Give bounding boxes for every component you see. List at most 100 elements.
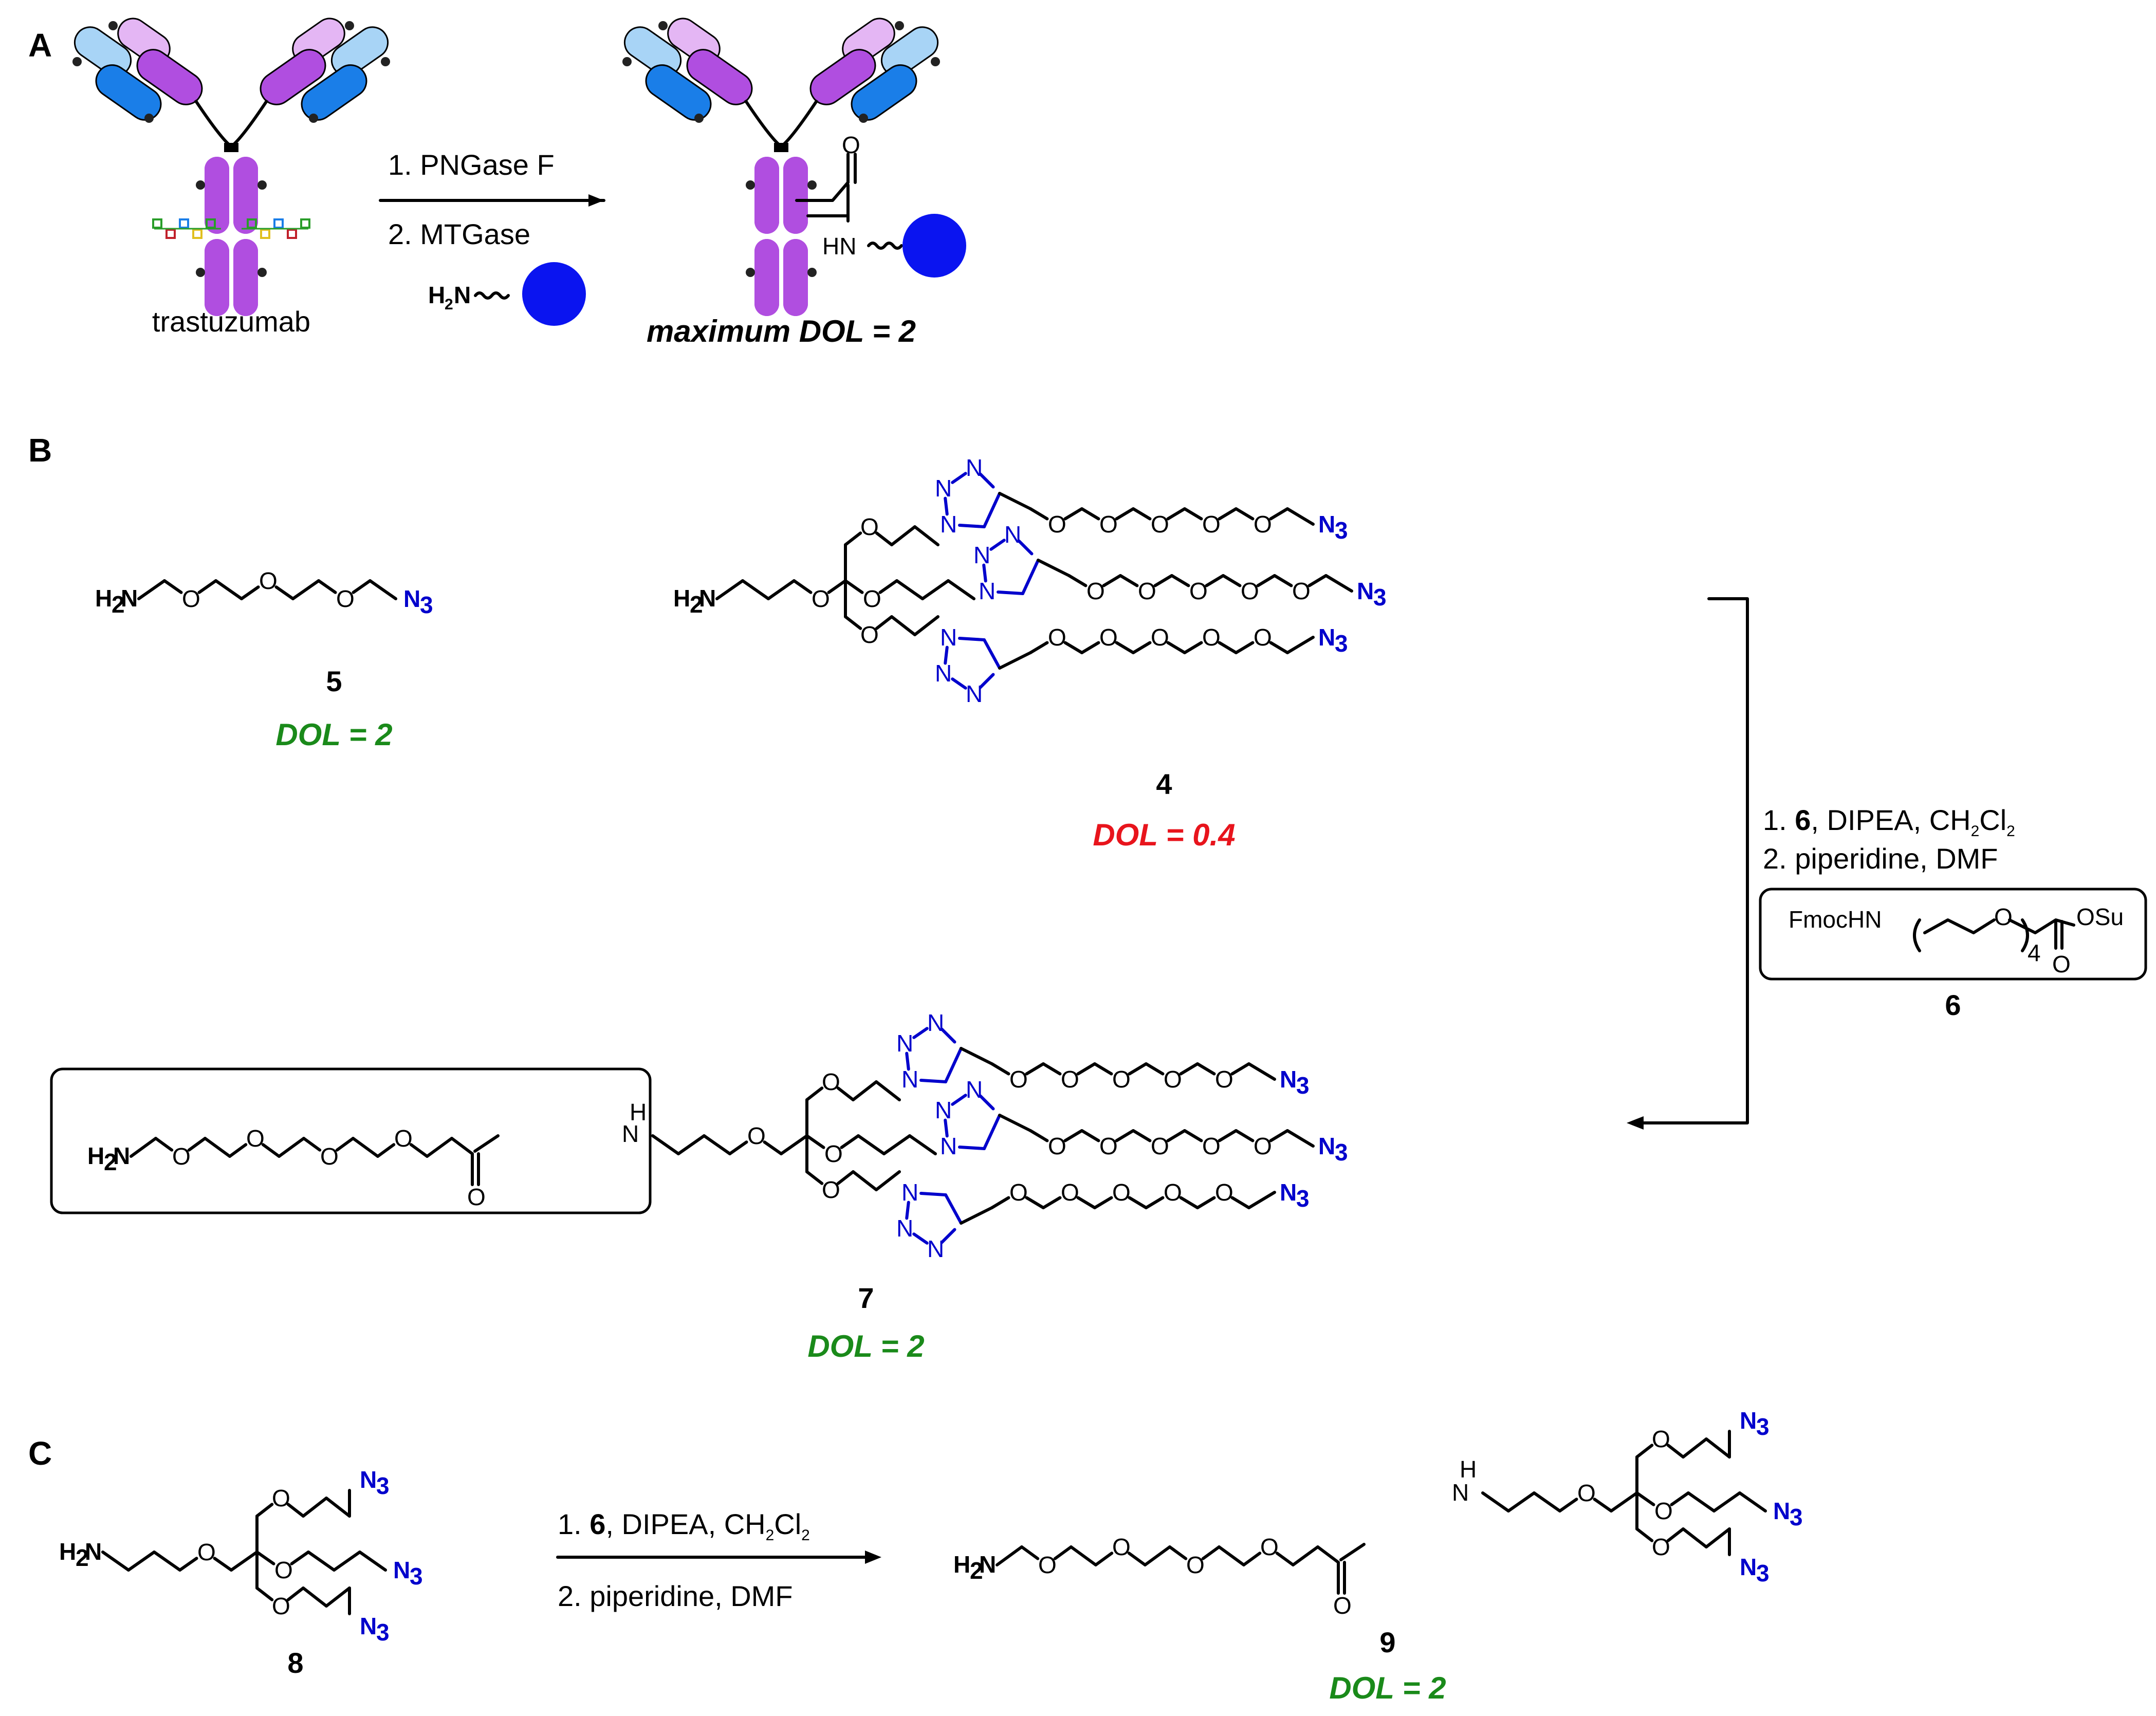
bond bbox=[840, 1134, 860, 1149]
bond bbox=[1339, 1543, 1366, 1561]
bond bbox=[913, 615, 939, 636]
domain-dot bbox=[931, 57, 940, 66]
oxygen-atom: O bbox=[1652, 1426, 1670, 1452]
bond bbox=[882, 1134, 911, 1155]
bond bbox=[1218, 1129, 1238, 1142]
domain-dot bbox=[257, 180, 267, 190]
bond bbox=[983, 1114, 1001, 1150]
bond bbox=[307, 1551, 336, 1572]
bond bbox=[1230, 1062, 1250, 1076]
amide-h-9: H bbox=[1460, 1456, 1477, 1483]
azide-n: N bbox=[403, 585, 420, 612]
oxygen-atom: O bbox=[1189, 578, 1208, 604]
bond bbox=[1115, 507, 1135, 521]
fc-domain bbox=[205, 239, 229, 316]
triazole-n2: N bbox=[935, 1097, 952, 1123]
bond bbox=[1053, 1545, 1073, 1560]
oxygen-atom: O bbox=[860, 513, 879, 540]
triazole-n1: N bbox=[940, 511, 957, 538]
bond bbox=[979, 472, 995, 489]
bond bbox=[302, 1137, 322, 1152]
conditions-c-step1: 1. 6, DIPEA, CH2Cl2 bbox=[558, 1508, 810, 1544]
bond bbox=[763, 1140, 783, 1155]
bond bbox=[101, 1551, 130, 1572]
bond bbox=[1179, 1062, 1199, 1076]
bond bbox=[1316, 1545, 1340, 1564]
oxygen-atom: O bbox=[272, 1485, 290, 1511]
arrow-head bbox=[588, 194, 604, 207]
bond bbox=[1324, 574, 1353, 593]
amine-n: N bbox=[699, 585, 716, 612]
azide-sub: 3 bbox=[1296, 1185, 1310, 1212]
bond bbox=[1705, 1437, 1731, 1459]
domain-dot bbox=[694, 114, 704, 123]
bond bbox=[1635, 1527, 1654, 1542]
bond bbox=[852, 1080, 878, 1101]
amine-n: N bbox=[979, 1551, 996, 1578]
oxygen-atom: O bbox=[1260, 1534, 1279, 1560]
amine-h: H bbox=[673, 585, 690, 612]
oxygen-atom: O bbox=[172, 1143, 191, 1170]
reagent-6-box bbox=[1759, 888, 2147, 981]
bond bbox=[302, 1586, 328, 1608]
bond bbox=[1153, 574, 1173, 587]
oxygen-atom: O bbox=[197, 1539, 216, 1565]
compound-7-label: 7 bbox=[858, 1282, 874, 1314]
compound-9-label: 9 bbox=[1379, 1626, 1395, 1658]
bond bbox=[890, 525, 916, 546]
bond bbox=[1063, 1129, 1083, 1142]
oxygen-atom: O bbox=[336, 585, 355, 612]
domain-dot bbox=[746, 268, 755, 277]
bond bbox=[1635, 1444, 1654, 1459]
fc-domain bbox=[233, 157, 258, 234]
antibody-domain bbox=[851, 64, 917, 121]
amine-sub: 2 bbox=[76, 1544, 89, 1571]
glycan-unit bbox=[152, 218, 162, 229]
bond bbox=[913, 525, 939, 546]
bond bbox=[197, 579, 217, 594]
compound-4-label: 4 bbox=[1156, 768, 1172, 800]
oxygen-atom: O bbox=[1151, 511, 1169, 538]
triazole-n2: N bbox=[935, 475, 952, 502]
bond bbox=[836, 1170, 855, 1185]
oxygen-atom: O bbox=[1254, 624, 1272, 651]
fc-domain bbox=[205, 157, 229, 234]
bond bbox=[278, 1137, 305, 1158]
fc-domain bbox=[233, 239, 258, 316]
amine-sub: 2 bbox=[104, 1149, 117, 1175]
bond bbox=[255, 1586, 274, 1601]
antibody-domain bbox=[623, 26, 682, 77]
bond bbox=[951, 677, 967, 690]
oxygen-atom: O bbox=[1061, 1179, 1079, 1206]
oxygen-atom: O bbox=[1048, 624, 1066, 651]
bond bbox=[947, 579, 975, 600]
antibody-domain bbox=[880, 26, 939, 77]
conditions-b-step1: 1. 6, DIPEA, CH2Cl2 bbox=[1763, 804, 2015, 840]
bond bbox=[1247, 1062, 1276, 1081]
bond bbox=[178, 1557, 198, 1572]
glycan-unit bbox=[287, 229, 297, 239]
bond bbox=[1273, 574, 1293, 587]
bond bbox=[1205, 574, 1225, 587]
glycan-unit bbox=[273, 218, 284, 229]
bond bbox=[890, 615, 916, 636]
bond bbox=[409, 1143, 429, 1158]
bond bbox=[376, 1143, 396, 1158]
azide-n: N bbox=[1773, 1498, 1790, 1524]
antibody-domain bbox=[645, 64, 712, 121]
bond bbox=[1037, 559, 1071, 577]
bond bbox=[905, 1201, 910, 1220]
bond bbox=[990, 1062, 1010, 1076]
bond bbox=[333, 1551, 361, 1572]
azide-sub: 3 bbox=[1335, 517, 1348, 544]
bond bbox=[1029, 507, 1049, 521]
bond bbox=[1042, 1196, 1062, 1209]
panel-label-b: B bbox=[28, 432, 52, 469]
bond bbox=[1168, 1545, 1188, 1560]
triazole-n2: N bbox=[935, 660, 952, 687]
glycan-unit bbox=[192, 229, 202, 239]
conditions-c-step2: 2. piperidine, DMF bbox=[558, 1580, 793, 1612]
oxygen-atom: O bbox=[812, 585, 830, 612]
